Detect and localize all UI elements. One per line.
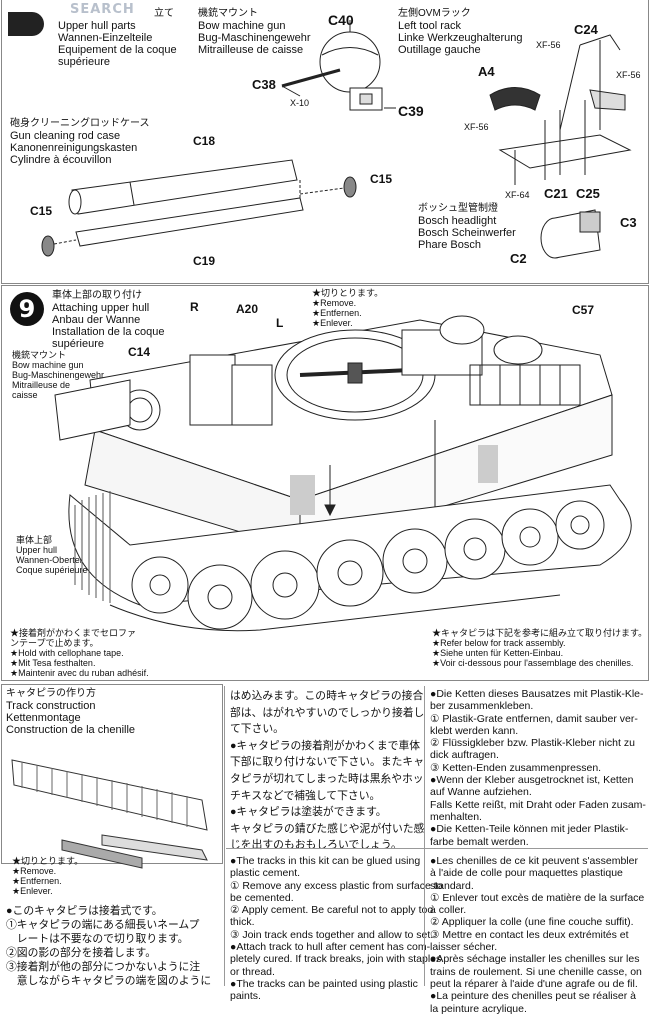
watermark: SEARCH (70, 2, 135, 17)
track-construction-panel (1, 684, 223, 864)
column-divider-1 (224, 686, 225, 986)
track-remove-note: ★切りとります。 ★Remove. ★Entfernen. ★Enlever. (12, 856, 84, 896)
part-c2: C2 (510, 251, 527, 266)
step9-track-ref-note: ★キャタピラは下記を参考に組み立て取り付けます。 ★Refer below fo… (432, 628, 648, 668)
track-jp-text-1: ●このキャタピラは接着式です。 ①キャタピラの端にある細長いネームプ レートは不… (6, 905, 212, 987)
paint-xf64: XF-64 (505, 190, 530, 200)
bow-mg-label: 機銃マウント Bow machine gun Bug-Maschinengewe… (198, 8, 311, 56)
row-divider (226, 848, 648, 849)
part-c38: C38 (252, 77, 276, 92)
part-c3: C3 (620, 215, 637, 230)
part-l: L (276, 316, 284, 330)
paint-xf56-a: XF-56 (536, 40, 561, 50)
upper-hull-parts-label: 立て Upper hull parts Wannen-Einzelteile E… (58, 8, 177, 68)
rod-case-label: 砲身クリーニングロッドケース Gun cleaning rod case Kan… (10, 118, 150, 166)
track-drawing (11, 759, 208, 869)
part-c25: C25 (576, 186, 600, 201)
paint-xf56-b: XF-56 (616, 70, 641, 80)
step9-panel (1, 285, 649, 681)
upper-hull-badge (8, 12, 44, 36)
step9-remove-note: ★切りとります。 ★Remove. ★Entfernen. ★Enlever. (312, 288, 384, 328)
part-c24: C24 (574, 22, 598, 37)
part-a20: A20 (236, 302, 259, 316)
track-jp-text-2: はめ込みます。この時キャタピラの接合 部は、はがれやすいのでしっかり接着し て下… (230, 690, 425, 852)
top-parts-panel (1, 0, 649, 284)
part-c15-b: C15 (30, 204, 53, 218)
part-a4: A4 (478, 64, 495, 79)
part-c18: C18 (193, 134, 216, 148)
step9-number-badge: 9 (10, 292, 44, 326)
top-parts-drawing (41, 20, 632, 259)
headlight-label: ボッシュ型管制燈 Bosch headlight Bosch Scheinwer… (418, 203, 516, 251)
tool-rack-label: 左側OVMラック Left tool rack Linke Werkzeugha… (398, 8, 523, 56)
step9-tape-note: ★接着剤がかわくまでセロファ ンテープで止めます。 ★Hold with cel… (10, 628, 149, 678)
step9-bow-mg-label: 機銃マウント Bow machine gun Bug-Maschinengewe… (12, 350, 105, 400)
hull-drawing (54, 315, 632, 632)
part-c14: C14 (128, 345, 151, 359)
part-c15-a: C15 (370, 172, 393, 186)
part-r: R (190, 300, 199, 314)
part-c19: C19 (193, 254, 216, 268)
track-en-text: ●The tracks in this kit can be glued usi… (230, 855, 443, 1003)
paint-xf56-c: XF-56 (464, 122, 489, 132)
track-fr-text: ●Les chenilles de ce kit peuvent s'assem… (430, 855, 645, 1015)
step9-title: 車体上部の取り付け Attaching upper hull Anbau der… (52, 290, 165, 350)
part-c40: C40 (328, 12, 354, 28)
part-c39: C39 (398, 103, 424, 119)
part-c57: C57 (572, 303, 595, 317)
column-divider-2 (424, 686, 425, 986)
track-de-text: ●Die Ketten dieses Bausatzes mit Plastik… (430, 688, 646, 848)
paint-x10: X-10 (290, 98, 310, 108)
track-construction-title: キャタピラの作り方 Track construction Kettenmonta… (6, 688, 136, 736)
part-c21: C21 (544, 186, 568, 201)
step9-upper-hull-label: 車体上部 Upper hull Wannen-Oberteil Coque su… (16, 535, 88, 575)
